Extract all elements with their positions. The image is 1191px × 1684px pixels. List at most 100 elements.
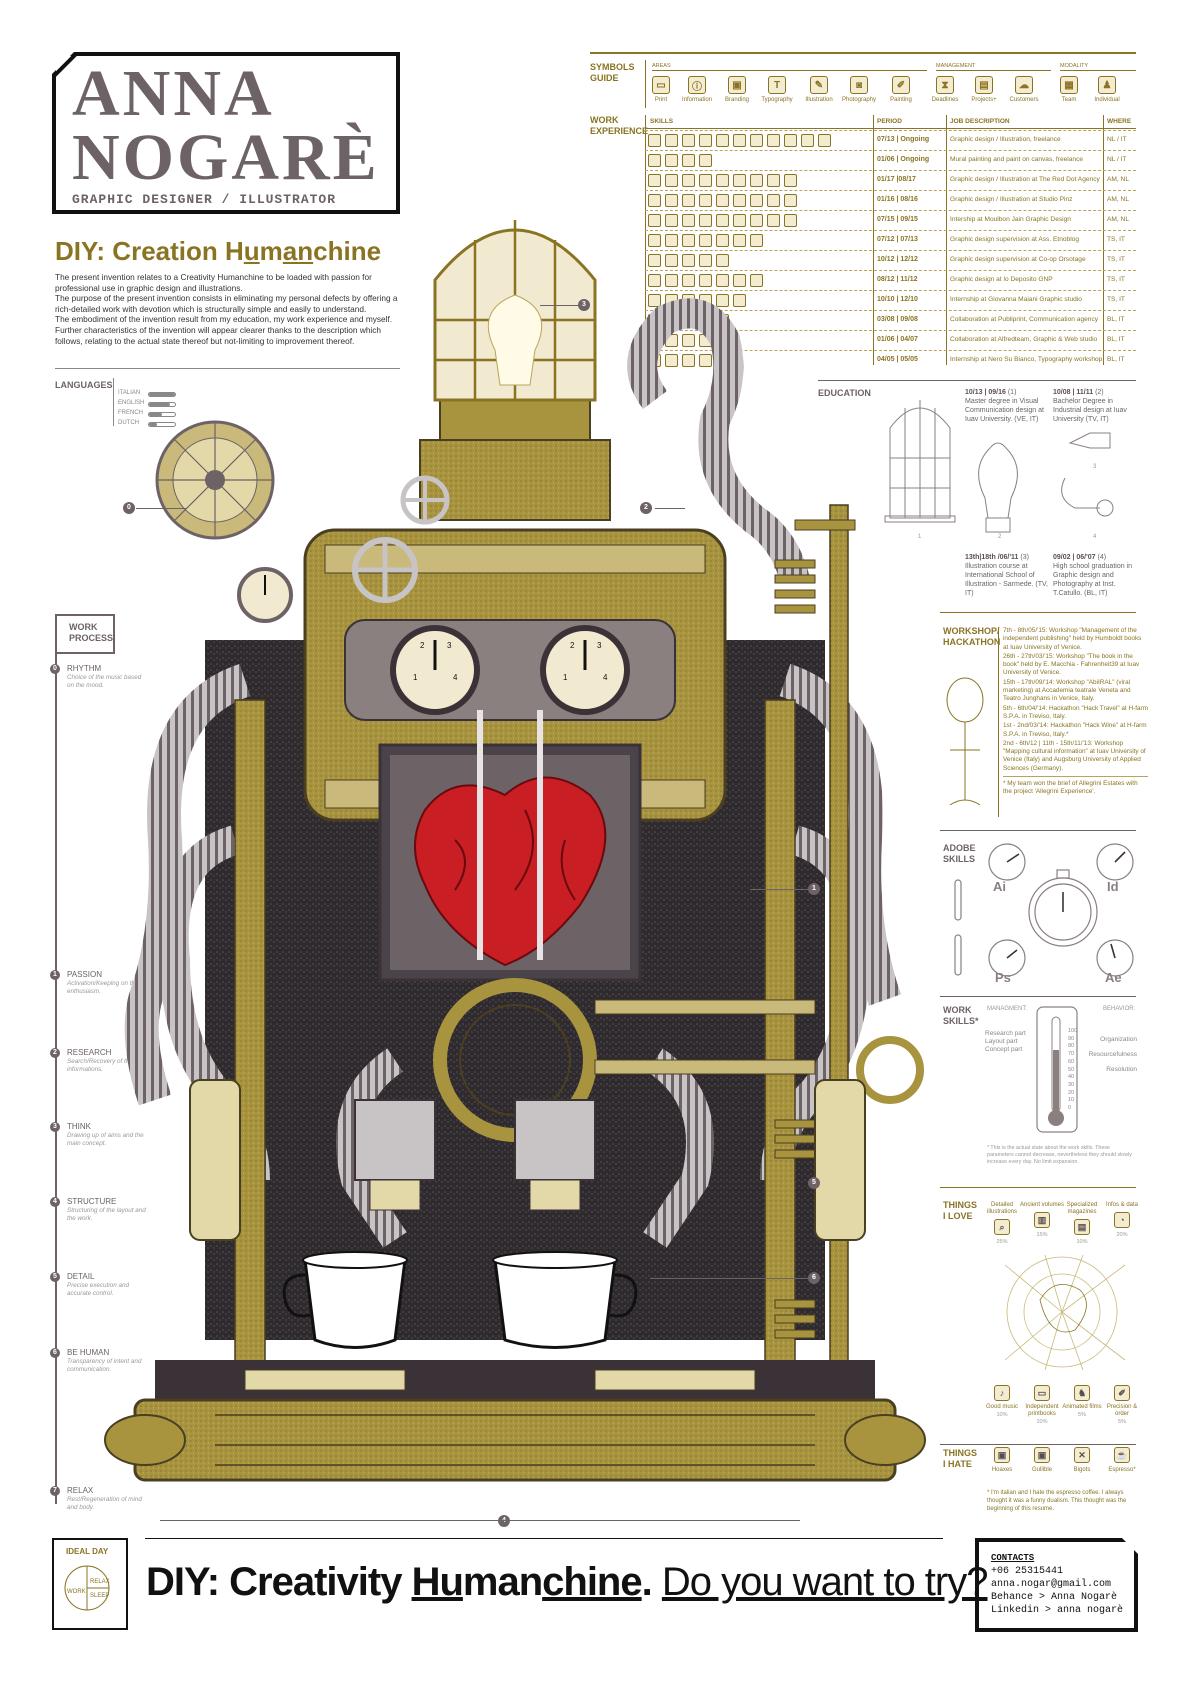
education-item: 13th|18th /06/'11 (3)Illustration course… bbox=[965, 554, 1048, 597]
where-cell: AM, NL bbox=[1107, 216, 1129, 223]
job-cell: Graphic design at lo Deposito GNP bbox=[950, 276, 1053, 283]
name-badge: ANNA NOGARÈ GRAPHIC DESIGNER / ILLUSTRAT… bbox=[52, 52, 400, 214]
skill-icon bbox=[767, 134, 780, 147]
where-cell: AM, NL bbox=[1107, 176, 1129, 183]
adobe-gauges: Ai Id Ps Ae bbox=[954, 843, 1134, 985]
skill-icon bbox=[750, 194, 763, 207]
skill-icon bbox=[648, 154, 661, 167]
skill-icon bbox=[682, 194, 695, 207]
svg-text:2: 2 bbox=[570, 641, 575, 650]
intro-paragraph: The present invention relates to a Creat… bbox=[55, 272, 372, 293]
header-period: PERIOD bbox=[877, 118, 902, 125]
svg-text:4: 4 bbox=[603, 673, 608, 682]
divider bbox=[55, 368, 400, 369]
language-name: ITALIAN bbox=[118, 390, 141, 396]
language-name: ENGLISH bbox=[118, 400, 145, 406]
language-level-bar bbox=[148, 412, 176, 417]
skill-icon bbox=[699, 254, 712, 267]
gauge-label-ai: Ai bbox=[993, 879, 1006, 894]
period-cell: 10/10 | 12/10 bbox=[877, 296, 918, 303]
skill-icon bbox=[784, 134, 797, 147]
where-cell: TS, IT bbox=[1107, 296, 1125, 303]
contact-behance[interactable]: Behance > Anna Nogarè bbox=[991, 1592, 1118, 1603]
skill-icon bbox=[733, 274, 746, 287]
skill-icon bbox=[665, 154, 678, 167]
divider bbox=[940, 612, 1136, 613]
period-cell: 07/13 | Ongoing bbox=[877, 136, 930, 143]
period-cell: 01/06 | Ongoing bbox=[877, 156, 930, 163]
callout-2: 2 bbox=[640, 502, 652, 514]
languages-label: LANGUAGES bbox=[55, 380, 113, 390]
hate-item: ▣Gullible bbox=[1019, 1447, 1065, 1474]
skill-icon bbox=[716, 294, 729, 307]
skill-icon bbox=[699, 354, 712, 367]
job-cell: Intership at Moulbon Jain Graphic Design bbox=[950, 216, 1071, 223]
symbol-deadlines-icon: ⧗Deadlines bbox=[925, 76, 965, 103]
callout-line bbox=[136, 508, 186, 509]
divider bbox=[940, 830, 1136, 831]
where-cell: NL / IT bbox=[1107, 156, 1127, 163]
mirror-illustration bbox=[946, 677, 984, 806]
education-item: 09/02 | 06/'07 (4)High school graduation… bbox=[1053, 554, 1132, 597]
workshop-list: 7th - 8th/05/'15: Workshop "Management o… bbox=[1003, 627, 1148, 798]
contact-linkedin[interactable]: Linkedin > anna nogarè bbox=[991, 1605, 1124, 1616]
hate-item: ☕Espresso* bbox=[1099, 1447, 1145, 1474]
skill-icon bbox=[648, 194, 661, 207]
symbol-illustration-icon: ✎Illustration bbox=[799, 76, 839, 103]
love-icon: ♞ bbox=[1074, 1385, 1090, 1401]
callout-5: 5 bbox=[808, 1177, 820, 1189]
language-item: DUTCH bbox=[118, 420, 218, 429]
job-cell: Collaboration at Alfredteam, Graphic & W… bbox=[950, 336, 1098, 343]
language-item: ITALIAN bbox=[118, 390, 218, 399]
svg-text:4: 4 bbox=[453, 673, 458, 682]
workshop-item: 5th - 6th/04/'14: Hackathon "Hack Travel… bbox=[1003, 704, 1148, 720]
language-item: ENGLISH bbox=[118, 400, 218, 409]
skill-icon bbox=[767, 174, 780, 187]
love-icon: ✐ bbox=[1114, 1385, 1130, 1401]
contact-phone[interactable]: +06 25315441 bbox=[991, 1566, 1064, 1577]
skill-icon bbox=[784, 194, 797, 207]
edu-figure-num: 4 bbox=[1093, 534, 1097, 540]
contact-email[interactable]: anna.nogar@gmail.com bbox=[991, 1579, 1112, 1590]
table-header: SKILLS PERIOD JOB DESCRIPTION WHERE bbox=[645, 115, 1136, 129]
period-cell: 01/17 |08/17 bbox=[877, 176, 916, 183]
callout-3: 3 bbox=[578, 299, 590, 311]
love-item: Specialized magazines▤10% bbox=[1066, 1202, 1098, 1245]
period-cell: 08/12 | 11/12 bbox=[877, 276, 918, 283]
intro-title: DIY: Creation Humanchine bbox=[55, 236, 382, 266]
skill-icon bbox=[682, 134, 695, 147]
education-label: EDUCATION bbox=[818, 388, 871, 398]
job-title: GRAPHIC DESIGNER / ILLUSTRATOR bbox=[72, 192, 337, 207]
divider bbox=[940, 996, 1136, 997]
intro-paragraph: The purpose of the present invention con… bbox=[55, 293, 398, 314]
divider bbox=[936, 70, 1051, 71]
skill-icon bbox=[648, 174, 661, 187]
contacts-label: CONTACTS bbox=[991, 1553, 1035, 1563]
skill-icon bbox=[767, 214, 780, 227]
tagline-question: Do you want to try? bbox=[661, 1560, 989, 1604]
skill-icon bbox=[733, 234, 746, 247]
workshop-label: WORKSHOP/HACKATHON bbox=[943, 626, 1001, 647]
skill-icon bbox=[648, 274, 661, 287]
symbol-team-icon: ▦Team bbox=[1049, 76, 1089, 103]
svg-text:2: 2 bbox=[420, 641, 425, 650]
name-last: NOGARÈ bbox=[72, 121, 380, 194]
behavior-label: BEHAVIOR: bbox=[1103, 1006, 1136, 1012]
divider bbox=[113, 378, 114, 426]
love-item: Infos & data◔20% bbox=[1105, 1202, 1139, 1238]
workshop-note: * My team won the brief of Allegrini Est… bbox=[1003, 776, 1148, 797]
skill-icon bbox=[716, 274, 729, 287]
period-cell: 03/08 | 09/08 bbox=[877, 316, 918, 323]
intro-text: The present invention relates to a Creat… bbox=[55, 272, 400, 346]
skill-icon bbox=[767, 194, 780, 207]
workshop-item: 2nd - 6th/12 | 11th - 15th/11/'13: Works… bbox=[1003, 739, 1146, 772]
divider bbox=[940, 1187, 1136, 1188]
